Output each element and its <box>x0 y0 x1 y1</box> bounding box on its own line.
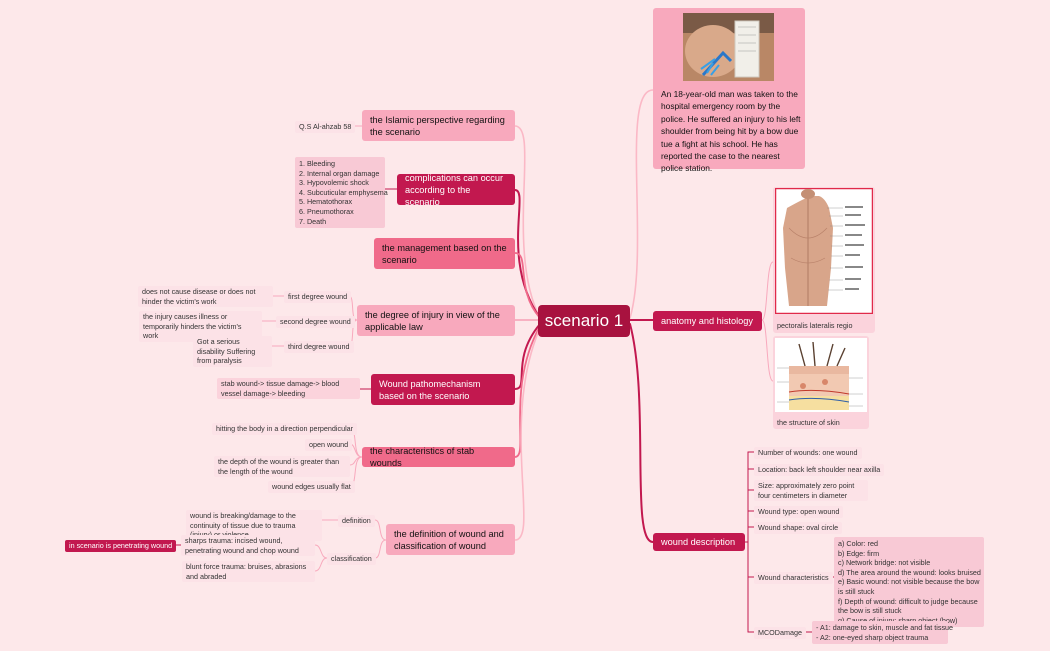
injury-photo <box>683 13 774 81</box>
back-anatomy-image <box>775 188 873 314</box>
characteristic-item: g) Cause of injury: sharp object (bow) <box>838 615 958 625</box>
characteristic-item: c) Network bridge: not visible <box>838 558 931 568</box>
sharp-trauma-text[interactable]: sharps trauma: incised wound, penetratin… <box>181 535 315 557</box>
wound-characteristics-list[interactable]: a) Color: red b) Edge: firm c) Network b… <box>834 537 984 628</box>
wound-description-topic[interactable]: wound description <box>653 533 745 551</box>
complication-item: 2. Internal organ damage <box>299 168 380 178</box>
mco-damage-list[interactable]: - A1: damage to skin, muscle and fat tis… <box>812 621 954 645</box>
second-degree-label[interactable]: second degree wound <box>276 316 355 328</box>
complication-item: 1. Bleeding <box>299 159 335 168</box>
central-topic[interactable]: scenario 1 <box>538 305 630 337</box>
first-degree-label[interactable]: first degree wound <box>284 291 352 303</box>
islamic-perspective-topic[interactable]: the Islamic perspective regarding the sc… <box>362 110 515 141</box>
characteristic-item: a) Color: red <box>838 539 878 548</box>
islamic-reference[interactable]: Q.S Al-ahzab 58 <box>295 121 356 133</box>
wound-characteristics-label[interactable]: Wound characteristics <box>754 572 833 584</box>
anatomy-histology-topic[interactable]: anatomy and histology <box>653 311 762 331</box>
scenario-text: An 18-year-old man was taken to the hosp… <box>661 89 801 174</box>
management-topic[interactable]: the management based on the scenario <box>374 238 515 269</box>
mco-item: - A2: one-eyed sharp object trauma <box>816 632 929 642</box>
third-degree-label[interactable]: third degree wound <box>284 341 354 353</box>
wound-type[interactable]: Wound type: open wound <box>754 506 844 518</box>
complications-list[interactable]: 1. Bleeding 2. Internal organ damage 3. … <box>295 157 388 229</box>
wound-shape[interactable]: Wound shape: oval circle <box>754 522 843 534</box>
penetrating-wound-note[interactable]: in scenario is penetrating wound <box>65 540 177 552</box>
characteristic-item: e) Basic wound: not visible because the … <box>838 577 980 587</box>
pathomechanism-topic[interactable]: Wound pathomechanism based on the scenar… <box>371 374 515 405</box>
stab-item[interactable]: the depth of the wound is greater than t… <box>214 456 350 478</box>
wound-size[interactable]: Size: approximately zero point four cent… <box>754 480 868 502</box>
stab-item[interactable]: wound edges usually flat <box>268 481 355 493</box>
degree-of-injury-topic[interactable]: the degree of injury in view of the appl… <box>357 305 515 336</box>
stab-item[interactable]: open wound <box>305 439 353 451</box>
wound-location[interactable]: Location: back left shoulder near axilla <box>754 464 885 476</box>
scenario-card[interactable]: An 18-year-old man was taken to the hosp… <box>653 8 805 173</box>
blunt-trauma-text[interactable]: blunt force trauma: bruises, abrasions a… <box>182 561 315 583</box>
definition-classification-topic[interactable]: the definition of wound and classificati… <box>386 524 515 555</box>
classification-label[interactable]: classification <box>327 553 376 565</box>
complication-item: 6. Pneumothorax <box>299 206 354 216</box>
characteristic-item: d) The area around the wound: looks brui… <box>838 567 981 577</box>
characteristic-item: f) Depth of wound: difficult to judge be… <box>838 596 978 606</box>
characteristic-item: the bow is still stuck <box>838 606 902 616</box>
first-degree-desc[interactable]: does not cause disease or does not hinde… <box>138 286 273 308</box>
skin-image-caption: the structure of skin <box>777 418 840 427</box>
stab-item[interactable]: hitting the body in a direction perpendi… <box>212 423 358 435</box>
anatomy-image-caption: pectoralis lateralis regio <box>777 321 853 330</box>
skin-structure-image <box>775 338 867 412</box>
complication-item: 3. Hypovolemic shock <box>299 178 369 188</box>
mco-item: - A1: damage to skin, muscle and fat tis… <box>816 623 954 632</box>
skin-image-box[interactable]: the structure of skin <box>773 336 869 429</box>
complication-item: 7. Death <box>299 216 327 226</box>
definition-label[interactable]: definition <box>338 515 375 527</box>
complications-topic[interactable]: complications can occur according to the… <box>397 173 515 207</box>
complication-item: 4. Subcuticular emphysema <box>299 187 388 197</box>
characteristic-item: b) Edge: firm <box>838 548 880 558</box>
mco-damage-label[interactable]: MCODamage <box>754 627 806 639</box>
characteristic-item: is still stuck <box>838 586 875 596</box>
third-degree-desc[interactable]: Got a serious disability Suffering from … <box>193 336 272 367</box>
pathomechanism-desc[interactable]: stab wound-> tissue damage-> blood vesse… <box>217 378 360 400</box>
wound-number[interactable]: Number of wounds: one wound <box>754 447 862 459</box>
anatomy-image-box[interactable]: pectoralis lateralis regio <box>773 187 875 333</box>
complication-item: 5. Hematothorax <box>299 197 353 207</box>
stab-characteristics-topic[interactable]: the characteristics of stab wounds <box>362 446 515 468</box>
